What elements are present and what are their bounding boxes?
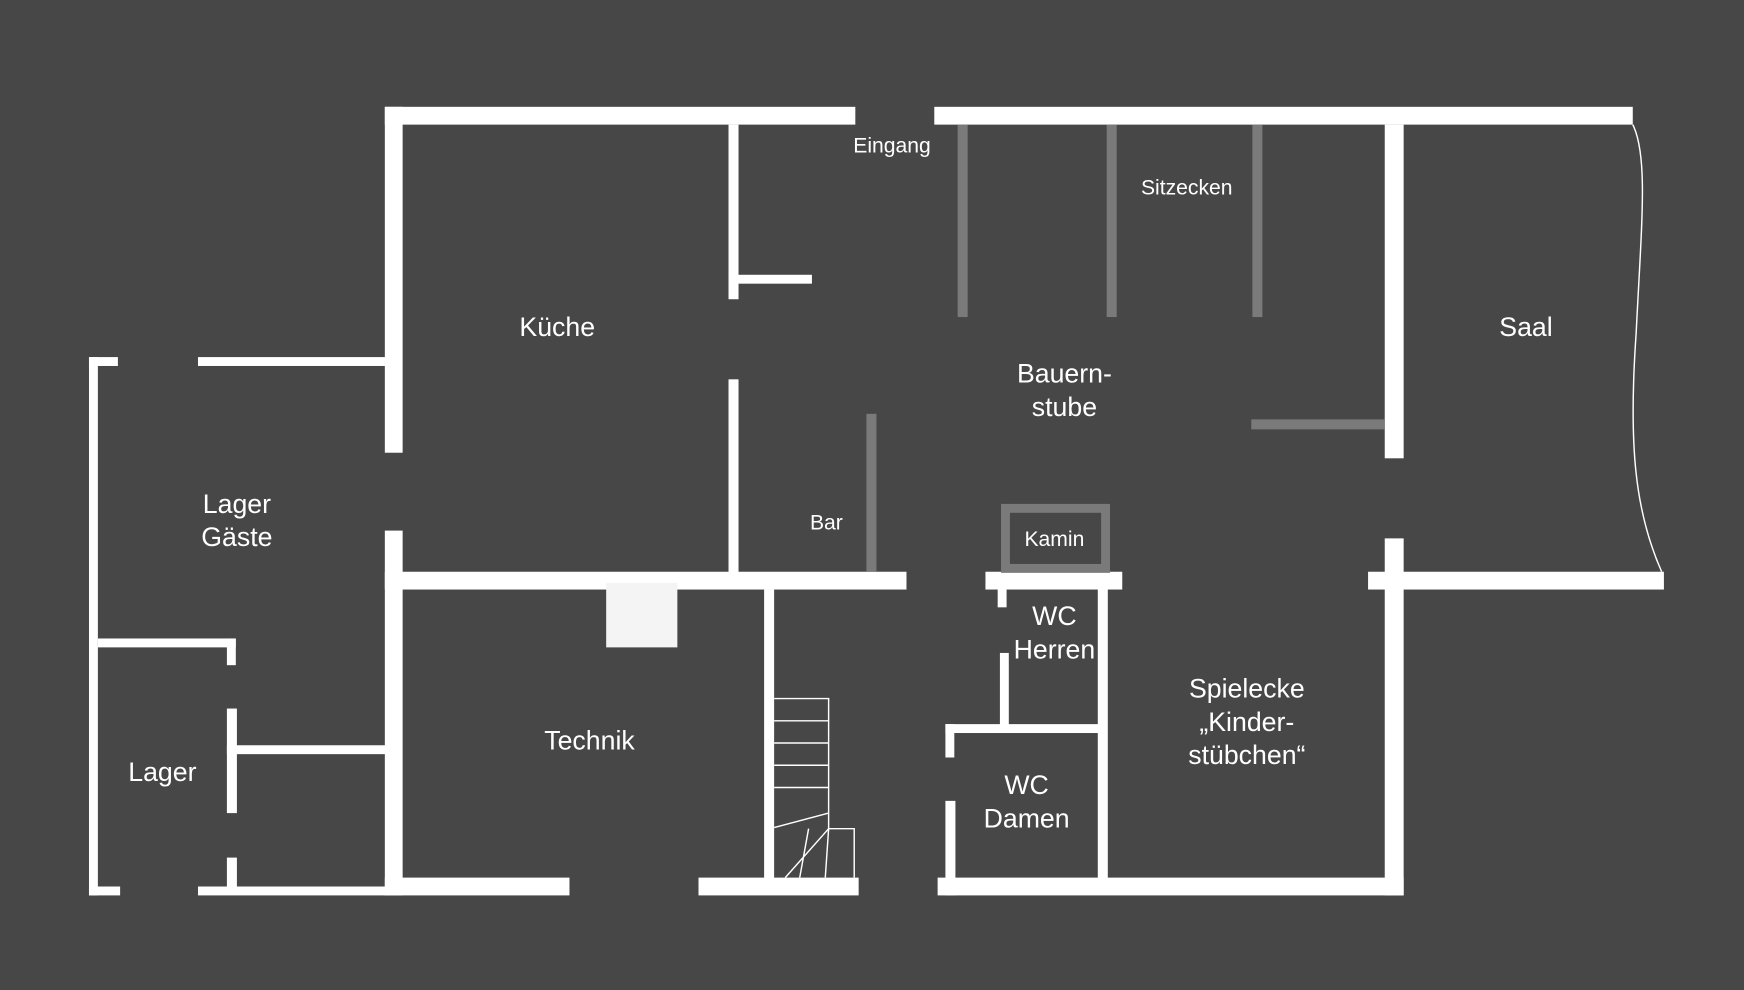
label-lager-gaeste-2: Gäste: [201, 522, 272, 552]
label-spielecke-1: Spielecke: [1189, 673, 1305, 703]
label-sitzecken: Sitzecken: [1141, 177, 1233, 200]
label-wc-damen-2: Damen: [984, 804, 1070, 834]
label-bauernstube-2: stube: [1032, 392, 1097, 422]
furniture-partitions: [866, 124, 1385, 573]
label-bauernstube-1: Bauern-: [1017, 359, 1112, 389]
label-saal: Saal: [1499, 312, 1552, 342]
label-eingang: Eingang: [853, 134, 931, 157]
label-lager: Lager: [128, 757, 196, 787]
walls: [88, 106, 1664, 896]
label-lager-gaeste-1: Lager: [203, 489, 271, 519]
label-bar: Bar: [810, 511, 843, 534]
room-labels: Küche Lager Gäste Lager Technik Bar Eing…: [128, 134, 1552, 833]
label-technik: Technik: [544, 726, 635, 756]
label-spielecke-2: „Kinder-: [1199, 707, 1294, 737]
label-spielecke-3: stübchen“: [1188, 740, 1305, 770]
label-kueche: Küche: [519, 312, 595, 342]
label-wc-herren-2: Herren: [1014, 635, 1096, 665]
staircase: [773, 697, 855, 879]
label-wc-herren-1: WC: [1032, 601, 1076, 631]
label-kamin: Kamin: [1024, 528, 1084, 551]
label-wc-damen-1: WC: [1004, 770, 1048, 800]
